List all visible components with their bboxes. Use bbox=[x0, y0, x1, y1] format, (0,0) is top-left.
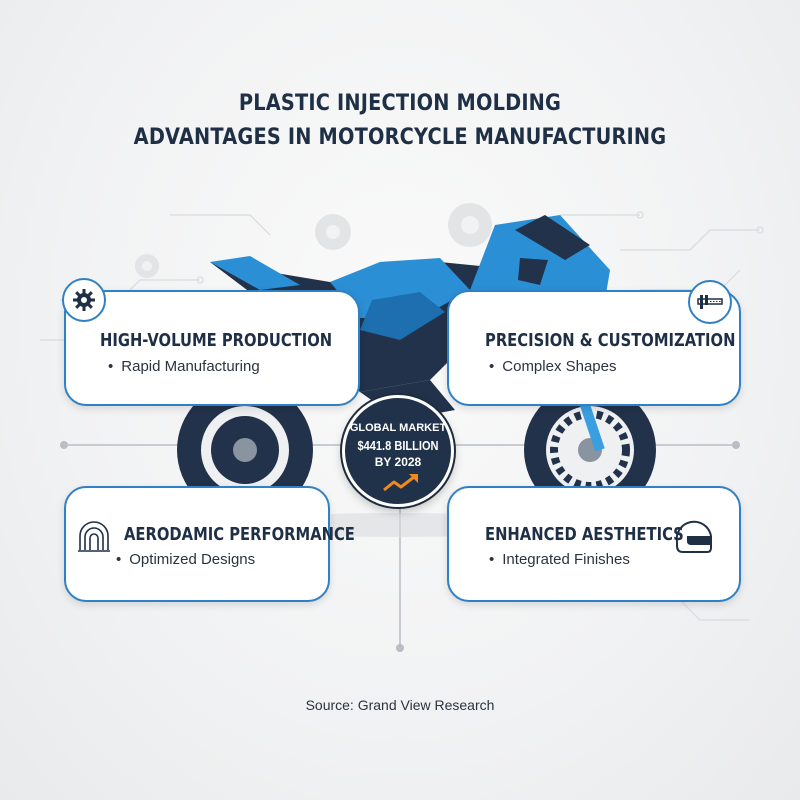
card-heading: PRECISION & CUSTOMIZATION bbox=[485, 330, 736, 351]
motorcycle-illustration bbox=[177, 215, 656, 518]
title-line-2: ADVANTAGES IN MOTORCYCLE MANUFACTURING bbox=[133, 124, 667, 150]
page-title: PLASTIC INJECTION MOLDING ADVANTAGES IN … bbox=[56, 86, 744, 154]
card-high-volume-production: HIGH-VOLUME PRODUCTION Rapid Manufacturi… bbox=[64, 290, 360, 406]
card-enhanced-aesthetics: ENHANCED AESTHETICS Integrated Finishes bbox=[447, 486, 741, 602]
card-aerodynamic-performance: AERODAMIC PERFORMANCE Optimized Designs bbox=[64, 486, 355, 602]
connector-dot-right bbox=[732, 441, 740, 449]
connector-dot-bottom bbox=[396, 644, 404, 652]
market-value: $441.8 BILLION bbox=[357, 438, 439, 453]
card-bullet: Complex Shapes bbox=[489, 358, 616, 375]
card-heading: AERODAMIC PERFORMANCE bbox=[124, 524, 355, 545]
card-heading: ENHANCED AESTHETICS bbox=[485, 524, 684, 545]
global-market-badge: GLOBAL MARKET $441.8 BILLION BY 2028 bbox=[342, 395, 454, 507]
card-bullet: Rapid Manufacturing bbox=[108, 358, 259, 375]
market-year: BY 2028 bbox=[374, 455, 422, 469]
market-label: GLOBAL MARKET bbox=[349, 422, 447, 434]
wind-tunnel-icon bbox=[76, 518, 112, 559]
background-gears bbox=[135, 203, 492, 278]
title-line-1: PLASTIC INJECTION MOLDING bbox=[238, 90, 562, 116]
trend-up-arrow-icon bbox=[383, 474, 418, 492]
card-heading: HIGH-VOLUME PRODUCTION bbox=[100, 330, 333, 351]
card-bullet: Optimized Designs bbox=[116, 551, 255, 568]
caliper-icon bbox=[688, 280, 732, 324]
connector-dot-left bbox=[60, 441, 68, 449]
source-caption: Source: Grand View Research bbox=[305, 697, 495, 713]
gear-icon bbox=[62, 278, 106, 322]
helmet-icon bbox=[673, 516, 715, 563]
card-bullet: Integrated Finishes bbox=[489, 551, 630, 568]
